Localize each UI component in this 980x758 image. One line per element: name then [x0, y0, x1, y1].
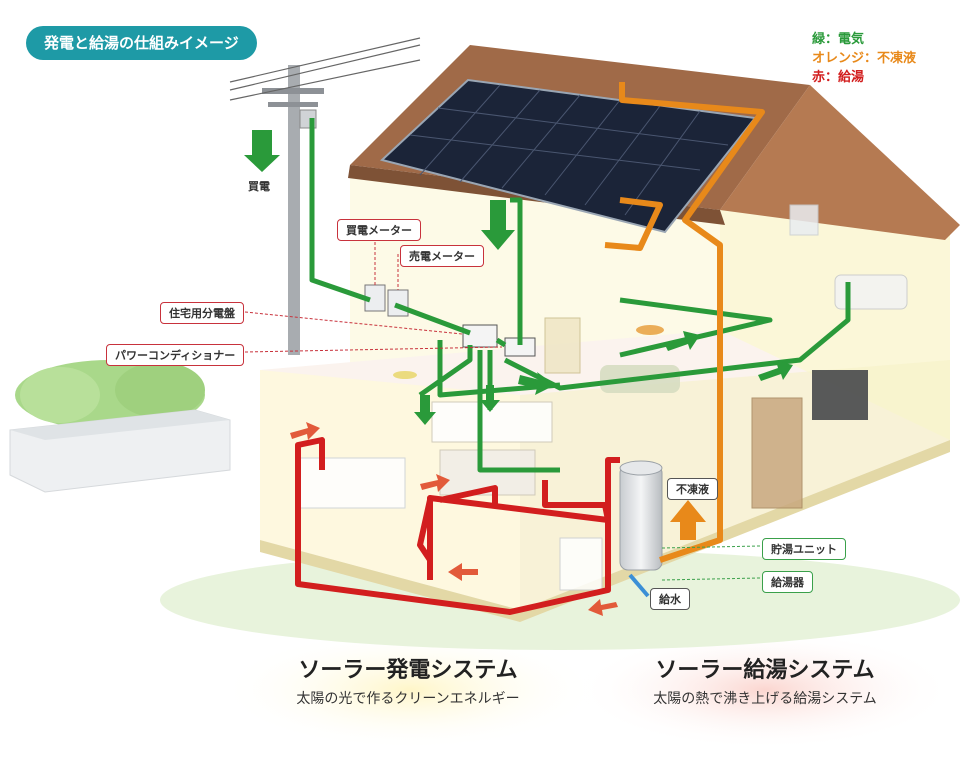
television: [812, 370, 868, 420]
solar-hotwater-subtitle: 太陽の熱で沸き上げる給湯システム: [653, 691, 877, 707]
roof: [348, 45, 960, 240]
solar-power-subtitle: 太陽の光で作るクリーンエネルギー: [296, 691, 520, 707]
label-sell-meter: 売電メーター: [400, 245, 484, 267]
label-distribution-board: 住宅用分電盤: [160, 302, 244, 324]
legend-hotwater: 赤：給湯: [812, 70, 865, 85]
storage-tank-unit: [619, 460, 663, 571]
antifreeze-line: [604, 82, 765, 563]
label-water-heater: 給湯器: [762, 571, 813, 593]
label-power-conditioner: パワーコンディショナー: [106, 344, 245, 366]
label-antifreeze: 不凍液: [667, 478, 718, 500]
electric-arrows: [244, 130, 793, 425]
lamp: [636, 325, 664, 335]
leader-lines: [244, 232, 761, 581]
hotwater-arrows: [290, 422, 618, 616]
solar-power-glow: [220, 630, 600, 750]
solar-hotwater-glow: [575, 630, 955, 750]
legend: 緑：電気 オレンジ：不凍液 赤：給湯: [812, 30, 916, 87]
hedge-planter: [9, 360, 231, 493]
page-title: 発電と給湯の仕組みイメージ: [26, 26, 257, 60]
water-supply-pipe: [628, 573, 650, 598]
label-storage-unit: 貯湯ユニット: [762, 538, 846, 560]
door: [751, 397, 803, 509]
utility-pole: [229, 37, 421, 355]
label-buy-meter: 買電メーター: [337, 219, 421, 241]
water-heater-unit: [559, 537, 603, 591]
label-buy-power: 買電: [248, 180, 270, 193]
solar-power-title: ソーラー発電システム: [298, 658, 518, 683]
label-water-supply: 給水: [650, 588, 690, 610]
antifreeze-arrow: [670, 500, 706, 540]
bathtub: [299, 457, 406, 509]
solar-hotwater-title: ソーラー給湯システム: [655, 658, 875, 683]
air-conditioner: [834, 274, 908, 310]
legend-electric: 緑：電気: [812, 32, 865, 47]
hotwater-line: [295, 437, 620, 615]
legend-antifreeze: オレンジ：不凍液: [812, 51, 917, 66]
